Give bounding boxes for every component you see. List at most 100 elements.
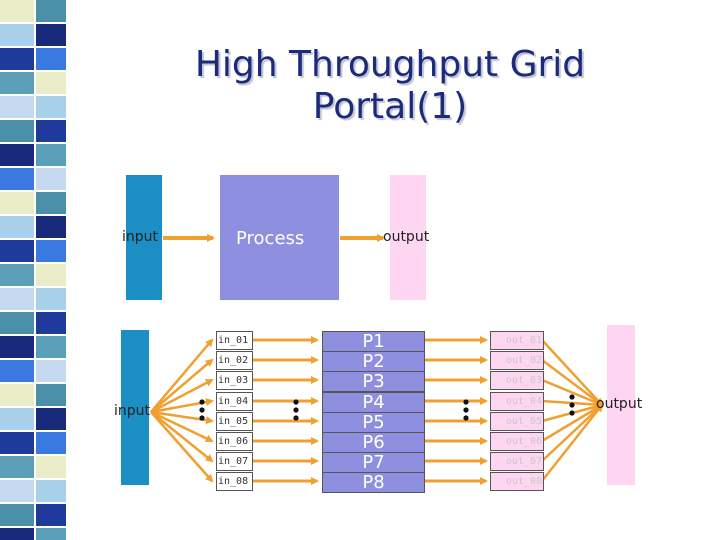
- output-cell: out_01: [490, 331, 544, 350]
- title-line-1: High Throughput Grid: [194, 44, 586, 85]
- stripe-square: [0, 24, 34, 46]
- flow-arrow: [541, 403, 604, 443]
- stripe-square: [0, 72, 34, 94]
- ellipsis-dot: [293, 399, 299, 405]
- flow-arrow: [150, 378, 214, 414]
- top-input-box: [126, 175, 162, 300]
- title-line-2: Portal(1): [312, 86, 468, 127]
- output-cell: out_05: [490, 412, 544, 431]
- stripe-square: [36, 0, 66, 22]
- stripe-square: [36, 288, 66, 310]
- flow-arrow: [150, 358, 214, 413]
- top-input-label: input: [122, 229, 159, 245]
- top-output-label: output: [383, 229, 430, 245]
- stripe-square: [0, 216, 34, 238]
- stripe-square: [0, 264, 34, 286]
- flow-arrow: [150, 411, 214, 483]
- stripe-square: [0, 432, 34, 454]
- output-cell: out_06: [490, 432, 544, 451]
- stripe-square: [36, 456, 66, 478]
- stripe-square: [36, 504, 66, 526]
- stripe-square: [36, 168, 66, 190]
- output-cell: out_04: [490, 392, 544, 411]
- stripe-square: [0, 288, 34, 310]
- flow-arrow: [541, 339, 604, 407]
- stripe-square: [36, 48, 66, 70]
- stripe-square: [36, 24, 66, 46]
- stripe-square: [36, 312, 66, 334]
- process-cell: P2: [322, 351, 425, 372]
- stripe-square: [0, 504, 34, 526]
- ellipsis-dot: [199, 415, 205, 421]
- input-cell: in_04: [216, 392, 253, 411]
- process-cell: P3: [322, 371, 425, 392]
- output-cell: out_07: [490, 452, 544, 471]
- stripe-square: [0, 336, 34, 358]
- input-cell: in_02: [216, 351, 253, 370]
- stripe-square: [36, 336, 66, 358]
- input-cell: in_07: [216, 452, 253, 471]
- process-cell: P6: [322, 432, 425, 453]
- stripe-square: [36, 216, 66, 238]
- stripe-square: [36, 240, 66, 262]
- stripe-square: [0, 456, 34, 478]
- ellipsis-dot: [463, 407, 469, 413]
- output-cell: out_08: [490, 472, 544, 491]
- stripe-square: [36, 384, 66, 406]
- input-cell: in_05: [216, 412, 253, 431]
- ellipsis-dot: [569, 394, 575, 400]
- stripe-square: [0, 48, 34, 70]
- stripe-square: [0, 240, 34, 262]
- stripe-square: [36, 432, 66, 454]
- stripe-square: [0, 192, 34, 214]
- ellipsis-dot: [199, 399, 205, 405]
- stripe-square: [0, 312, 34, 334]
- stripe-square: [0, 144, 34, 166]
- decorative-side-stripe: [0, 0, 66, 540]
- stripe-square: [0, 96, 34, 118]
- stripe-square: [0, 408, 34, 430]
- process-cell: P5: [322, 412, 425, 433]
- stripe-square: [36, 120, 66, 142]
- stripe-square: [0, 120, 34, 142]
- process-cell: P8: [322, 472, 425, 493]
- stripe-square: [0, 528, 34, 540]
- input-cell: in_01: [216, 331, 253, 350]
- process-cell: P1: [322, 331, 425, 352]
- ellipsis-dot: [463, 399, 469, 405]
- bottom-input-box: [121, 330, 149, 485]
- ellipsis-dot: [199, 407, 205, 413]
- stripe-square: [0, 360, 34, 382]
- flow-arrow: [150, 410, 214, 443]
- stripe-square: [36, 264, 66, 286]
- flow-arrow: [541, 359, 604, 407]
- flow-arrow: [541, 403, 604, 462]
- ellipsis-dot: [569, 402, 575, 408]
- ellipsis-dot: [569, 410, 575, 416]
- stripe-square: [36, 528, 66, 540]
- ellipsis-dot: [293, 415, 299, 421]
- stripe-square: [36, 360, 66, 382]
- stripe-square: [36, 72, 66, 94]
- output-cell: out_02: [490, 351, 544, 370]
- ellipsis-dot: [293, 407, 299, 413]
- stripe-square: [36, 192, 66, 214]
- stripe-square: [0, 0, 34, 22]
- stripe-square: [36, 408, 66, 430]
- flow-arrow: [150, 411, 214, 463]
- stripe-square: [36, 96, 66, 118]
- top-output-box: [390, 175, 426, 300]
- bottom-output-box: [607, 325, 635, 485]
- process-box: [220, 175, 339, 300]
- flow-arrow: [541, 378, 604, 407]
- process-cell: P7: [322, 452, 425, 473]
- input-cell: in_03: [216, 371, 253, 390]
- page-title: High Throughput Grid Portal(1): [110, 44, 670, 128]
- bottom-output-label: output: [596, 396, 643, 412]
- stripe-square: [36, 144, 66, 166]
- stripe-square: [0, 480, 34, 502]
- input-cell: in_06: [216, 432, 253, 451]
- input-cell: in_08: [216, 472, 253, 491]
- bottom-input-label: input: [114, 403, 151, 419]
